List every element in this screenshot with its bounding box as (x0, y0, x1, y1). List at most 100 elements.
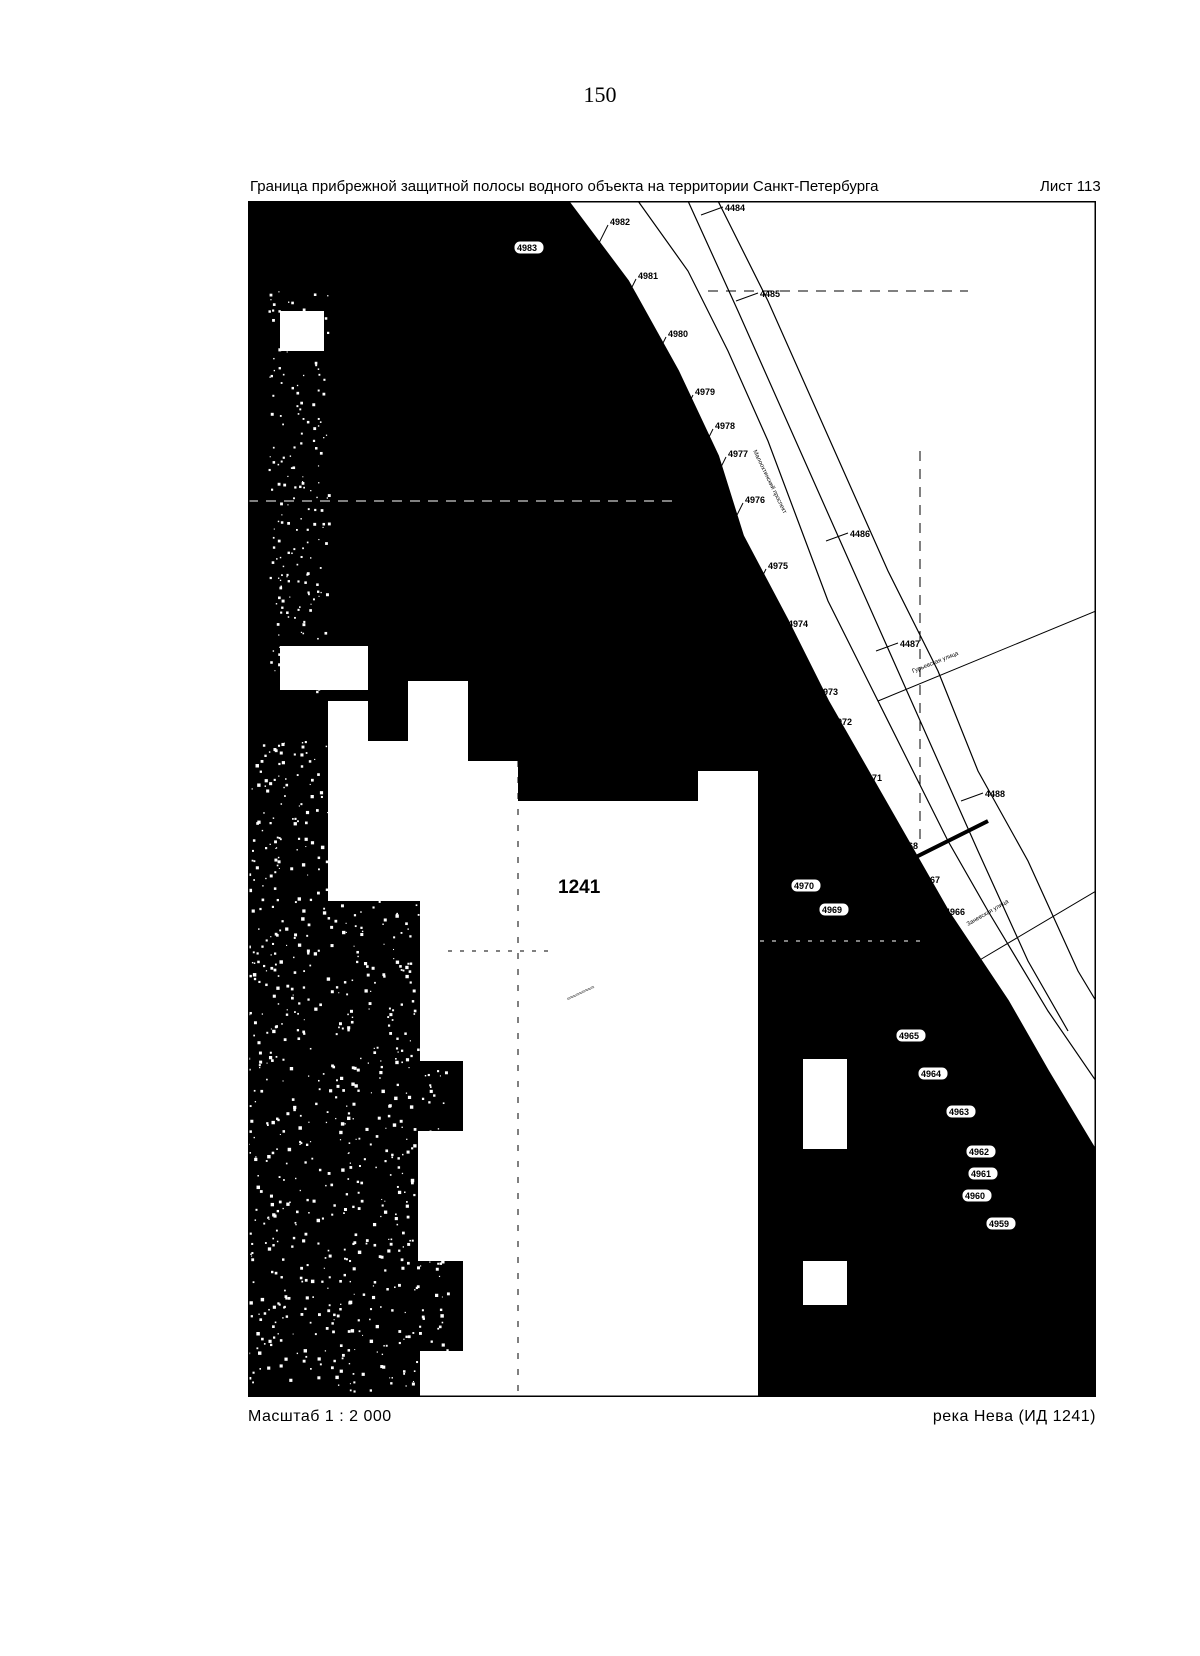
speckle (377, 799, 380, 802)
speckle (253, 1021, 257, 1025)
speckle (400, 1258, 404, 1262)
speckle (376, 1351, 378, 1353)
speckle (302, 547, 304, 550)
speckle (439, 1308, 443, 1312)
speckle (278, 596, 281, 600)
speckle (389, 1013, 393, 1017)
speckle (389, 1174, 392, 1176)
speckle (433, 1094, 436, 1097)
speckle (267, 1247, 272, 1251)
boundary-point-label: 4976 (745, 495, 765, 505)
speckle (323, 437, 325, 439)
speckle (305, 821, 308, 825)
speckle (438, 1275, 441, 1278)
speckle (396, 853, 400, 857)
map-canvas: Малоохтинский проспект Гурьевская улица … (248, 201, 1096, 1397)
speckle (277, 744, 281, 747)
speckle (265, 847, 268, 850)
speckle (417, 761, 420, 763)
speckle (383, 975, 386, 978)
speckle (297, 897, 301, 901)
speckle (336, 799, 340, 803)
boxed-point-label: 4970 (794, 881, 814, 891)
speckle (380, 1255, 384, 1259)
speckle (302, 1239, 306, 1243)
speckle (318, 688, 321, 691)
speckle (413, 1144, 417, 1148)
speckle (434, 1155, 438, 1159)
speckle (352, 1102, 356, 1106)
speckle (250, 1253, 252, 1256)
speckle (283, 786, 285, 789)
speckle (272, 318, 275, 322)
speckle (302, 909, 306, 913)
speckle (357, 1191, 360, 1194)
speckle (340, 1076, 344, 1081)
speckle (398, 757, 401, 759)
speckle (297, 413, 300, 415)
speckle (276, 836, 279, 839)
speckle (277, 1302, 280, 1305)
speckle (253, 879, 255, 881)
speckle (435, 901, 439, 905)
speckle (396, 1223, 399, 1226)
speckle (279, 929, 282, 932)
speckle (264, 779, 268, 783)
speckle (341, 1027, 344, 1030)
speckle (405, 1058, 410, 1062)
speckle (420, 1027, 422, 1030)
boxed-point-label: 4959 (989, 1219, 1009, 1229)
speckle (313, 427, 317, 431)
speckle (412, 1332, 415, 1334)
speckle (266, 1122, 269, 1125)
speckle (445, 746, 448, 749)
speckle (363, 1158, 366, 1161)
speckle (264, 754, 267, 757)
speckle (445, 1200, 449, 1204)
speckle (385, 1127, 387, 1129)
speckle (302, 623, 306, 627)
speckle (307, 312, 309, 314)
speckle (306, 949, 310, 953)
speckle (303, 1032, 306, 1035)
speckle (297, 580, 300, 583)
speckle (328, 1276, 331, 1279)
speckle (429, 1086, 432, 1088)
speckle (424, 1074, 427, 1077)
speckle (348, 1142, 351, 1144)
speckle (293, 956, 295, 959)
speckle (324, 1350, 327, 1352)
speckle (277, 975, 280, 977)
speckle (409, 870, 412, 873)
speckle (265, 877, 267, 880)
speckle (269, 874, 273, 878)
speckle (347, 1330, 351, 1333)
map-border (248, 201, 1096, 1397)
speckle (352, 1118, 354, 1120)
speckle (376, 1046, 379, 1049)
speckle (269, 293, 273, 297)
speckle (442, 981, 445, 984)
speckle (387, 754, 391, 759)
speckle (345, 922, 347, 924)
speckle (397, 1190, 402, 1195)
speckle (287, 616, 290, 618)
speckle (325, 1184, 327, 1187)
speckle (272, 1305, 276, 1309)
speckle (261, 945, 264, 948)
speckle (289, 455, 292, 457)
speckle (387, 1016, 390, 1019)
speckle (286, 681, 288, 684)
speckle (282, 1258, 285, 1261)
speckle (269, 1051, 272, 1054)
speckle (272, 546, 276, 549)
speckle (303, 1349, 307, 1353)
speckle (386, 1288, 389, 1291)
speckle (253, 1136, 255, 1139)
speckle (263, 1222, 266, 1225)
speckle (352, 1205, 355, 1209)
speckle (428, 836, 431, 839)
speckle (373, 1051, 377, 1055)
speckle (362, 892, 365, 895)
speckle (402, 1153, 404, 1156)
